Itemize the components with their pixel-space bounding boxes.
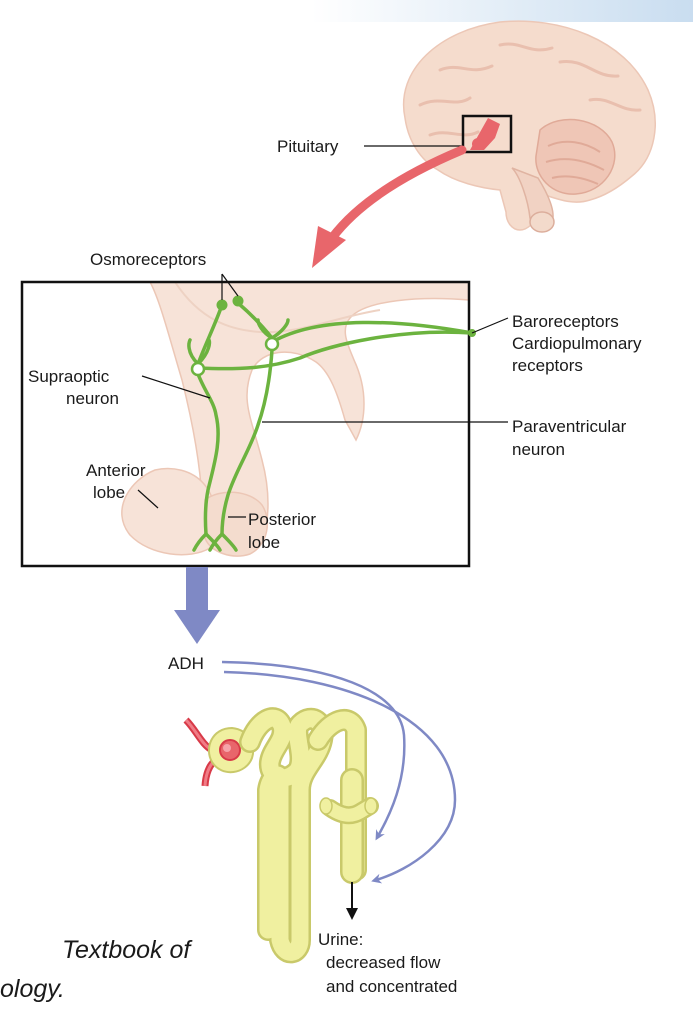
caption-line-2: ology. <box>0 975 65 1004</box>
nephron-illustration <box>186 718 377 952</box>
zoom-arrow-red <box>332 150 462 238</box>
paraventricular-label: Paraventricular <box>512 417 627 436</box>
posterior-label: Posterior <box>248 510 316 529</box>
supraoptic-cell-body <box>192 363 204 375</box>
brain-illustration <box>404 21 656 232</box>
baroreceptors-label: Baroreceptors <box>512 312 619 331</box>
paraventricular-cell-body <box>266 338 278 350</box>
adh-label: ADH <box>168 654 204 673</box>
baroreceptors-leader <box>472 318 508 333</box>
receptors-label: receptors <box>512 356 583 375</box>
osmoreceptor-dot-2 <box>233 296 244 307</box>
urine-arrowhead <box>346 908 358 920</box>
supraoptic-label: Supraoptic <box>28 367 110 386</box>
anterior-lobe-label: lobe <box>93 483 125 502</box>
blue-down-arrowhead <box>174 610 220 644</box>
blue-down-arrow-shaft <box>186 567 208 611</box>
urine-label: Urine: <box>318 930 363 949</box>
osmoreceptor-dot-1 <box>217 300 228 311</box>
osmoreceptors-label: Osmoreceptors <box>90 250 206 269</box>
anterior-label: Anterior <box>86 461 146 480</box>
cardiopulmonary-label: Cardiopulmonary <box>512 334 642 353</box>
pituitary-label: Pituitary <box>277 137 339 156</box>
caption-line-1: Textbook of <box>62 936 190 965</box>
posterior-lobe-label: lobe <box>248 533 280 552</box>
supraoptic-neuron-label: neuron <box>66 389 119 408</box>
urine-description-line2: decreased flow <box>326 953 441 972</box>
paraventricular-neuron-label: neuron <box>512 440 565 459</box>
urine-description-line3: and concentrated <box>326 977 457 996</box>
